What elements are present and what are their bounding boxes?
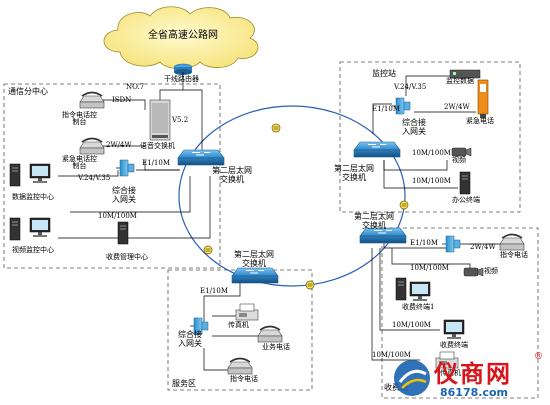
toll-mgmt-label: 收费管理中心 [106, 253, 148, 261]
telecom-e1-label: E1/10M [142, 159, 170, 167]
monitor-emergency-phone-label: 紧急电话 [466, 117, 494, 125]
ethernet-ring [178, 105, 406, 287]
telecom-100m-label: 10M/100M [98, 212, 137, 220]
monitor-2w4w-label: 2W/4W [444, 103, 470, 111]
toll-dispatch-phone-label: 指令电话 [500, 251, 528, 259]
toll-100m-a-label: 10M/100M [410, 264, 449, 272]
no7-label: NO.7 [126, 83, 145, 91]
links [58, 72, 500, 371]
toll-video-camera-icon [463, 267, 484, 277]
office-terminal-label: 办公终端 [452, 196, 480, 204]
data-monitor-label: 数据监控中心 [12, 193, 54, 201]
toll-gateway-icon [441, 235, 461, 253]
monitor-zone-title: 监控站 [372, 69, 396, 78]
monitor-100m-a-label: 10M/100M [412, 149, 451, 157]
telecom-2w4w-label: 2W/4W [106, 141, 132, 149]
telecom-switch-label: 第二层太网交换机 [212, 166, 252, 185]
v52-label: V5.2 [172, 116, 189, 124]
service-business-phone-icon [257, 325, 283, 343]
video-monitor-pc-icon [29, 217, 51, 238]
service-gateway-label: 综合接入网关 [178, 330, 202, 349]
toll-100m-b-label: 10M/100M [392, 321, 431, 329]
watermark-logo-icon [394, 360, 430, 396]
toll-terminal1-pc-icon [409, 281, 431, 302]
service-dispatch-phone-label: 指令电话 [230, 375, 258, 383]
monitor-video-label: 视频 [452, 156, 466, 164]
isdn-label: ISDN [112, 96, 132, 104]
service-dispatch-phone-icon [227, 357, 253, 375]
emergency-console-label: 紧急电话控制台 [62, 155, 97, 170]
service-fax-label: 传真机 [228, 321, 249, 329]
repeater-icon [305, 280, 315, 290]
toll-dispatch-phone-icon [499, 233, 525, 251]
toll-e1-label: E1/10M [410, 239, 438, 247]
monitor-gateway-label: 综合接入网关 [402, 118, 426, 137]
monitor-100m-b-label: 10M/100M [412, 177, 451, 185]
repeater-icon [271, 123, 281, 133]
data-monitor-tower-icon [9, 163, 21, 187]
emergency-phone-box-icon [477, 79, 489, 118]
dispatch-console-label: 指令电话控制台 [62, 111, 97, 126]
telecom-switch-icon [177, 149, 225, 166]
telecom-gateway-icon [115, 159, 135, 177]
toll-2w4w-label: 2W/4W [470, 243, 496, 251]
toll-terminal1-label: 收费终端1 [402, 303, 435, 311]
telecom-zone-title: 通信分中心 [8, 87, 48, 96]
monitor-switch-label: 第二层太网交换机 [334, 164, 374, 183]
service-zone-title: 服务区 [172, 379, 196, 388]
toll-terminal2-pc-icon [443, 319, 465, 340]
repeater-icon [203, 245, 213, 255]
data-monitor-pc-icon [29, 163, 51, 184]
emergency-console-phone-icon [79, 137, 105, 155]
video-monitor-label: 视频监控中心 [12, 246, 54, 254]
telecom-gateway-label: 综合接入网关 [112, 186, 136, 205]
toll-terminal1-tower-icon [395, 277, 407, 301]
toll-zone-box [381, 227, 539, 399]
toll-video-label: 视频 [484, 267, 498, 275]
toll-switch-label: 第二层太网交换机 [354, 212, 394, 231]
monitor-zone-box [339, 61, 521, 213]
monitor-video-camera-icon [451, 147, 472, 157]
watermark: 仪商网 ® 86178.com [392, 352, 548, 402]
telecom-v24-label: V.24/V.35 [78, 174, 111, 182]
service-business-phone-label: 业务电话 [262, 343, 290, 351]
dispatch-console-phone-icon [79, 91, 105, 109]
watermark-brand: 仪商网 [434, 359, 512, 388]
service-switch-icon [231, 267, 279, 284]
router-label: 干线路由器 [164, 75, 199, 83]
service-fax-icon [235, 303, 259, 321]
office-terminal-tower-icon [459, 171, 471, 195]
telecom-zone-box [3, 83, 221, 269]
service-e1-label: E1/10M [200, 287, 228, 295]
toll-zone-title: 收费站 [384, 383, 408, 392]
voice-switch-cabinet-icon [149, 99, 171, 141]
toll-mgmt-tower-icon [117, 221, 129, 245]
cloud-title: 全省高速公路网 [148, 30, 218, 41]
monitor-switch-icon [353, 141, 401, 158]
monitor-data-label: 监控数据 [446, 77, 474, 85]
monitor-e1-label: E1/10M [372, 105, 400, 113]
voice-switch-label: 语音交换机 [140, 142, 175, 150]
service-switch-label: 第二层太网交换机 [234, 250, 274, 269]
toll-fax-label: 传真机 [440, 369, 461, 377]
watermark-url: 86178.com [440, 386, 508, 399]
toll-100m-c-label: 10M/100M [372, 351, 411, 359]
monitor-data-device-icon [449, 69, 481, 79]
watermark-reg: ® [534, 352, 543, 362]
video-monitor-tower-icon [9, 217, 21, 241]
repeater-icon [399, 200, 409, 210]
toll-terminal2-label: 收费终端 [440, 341, 468, 349]
monitor-v24-label: V.24/V.35 [394, 83, 427, 91]
